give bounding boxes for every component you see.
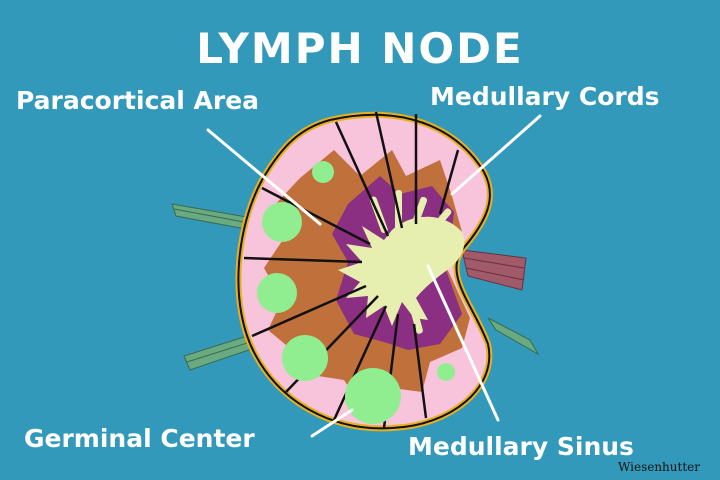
- blood-vessel-hilum: [461, 249, 527, 291]
- diagram-title: LYMPH NODE: [196, 24, 524, 73]
- germinal-center: [437, 363, 455, 381]
- germinal-center: [257, 273, 297, 313]
- leader-medullary-cords: [450, 114, 542, 196]
- medullary-sinus: [338, 216, 465, 326]
- label-paracortical-area: Paracortical Area: [16, 86, 260, 115]
- germinal-center: [282, 335, 328, 381]
- author-credit: Wiesenhutter: [618, 460, 700, 474]
- trabeculae: [243, 111, 460, 429]
- afferent-vessels: [171, 203, 540, 371]
- label-medullary-sinus: Medullary Sinus: [408, 432, 634, 461]
- hilum-blood-vessels: [461, 249, 527, 291]
- germinal-center: [262, 202, 302, 242]
- efferent-vessel-right: [487, 317, 540, 356]
- leader-lines: [206, 114, 542, 438]
- germinal-center: [312, 161, 334, 183]
- germinal-center: [345, 368, 401, 424]
- leader-germinal-center: [310, 408, 354, 438]
- label-medullary-cords: Medullary Cords: [430, 82, 660, 111]
- label-germinal-center: Germinal Center: [24, 424, 255, 453]
- leader-paracortical: [206, 128, 322, 226]
- germinal-centers: [257, 161, 455, 424]
- leader-medullary-sinus: [426, 264, 500, 422]
